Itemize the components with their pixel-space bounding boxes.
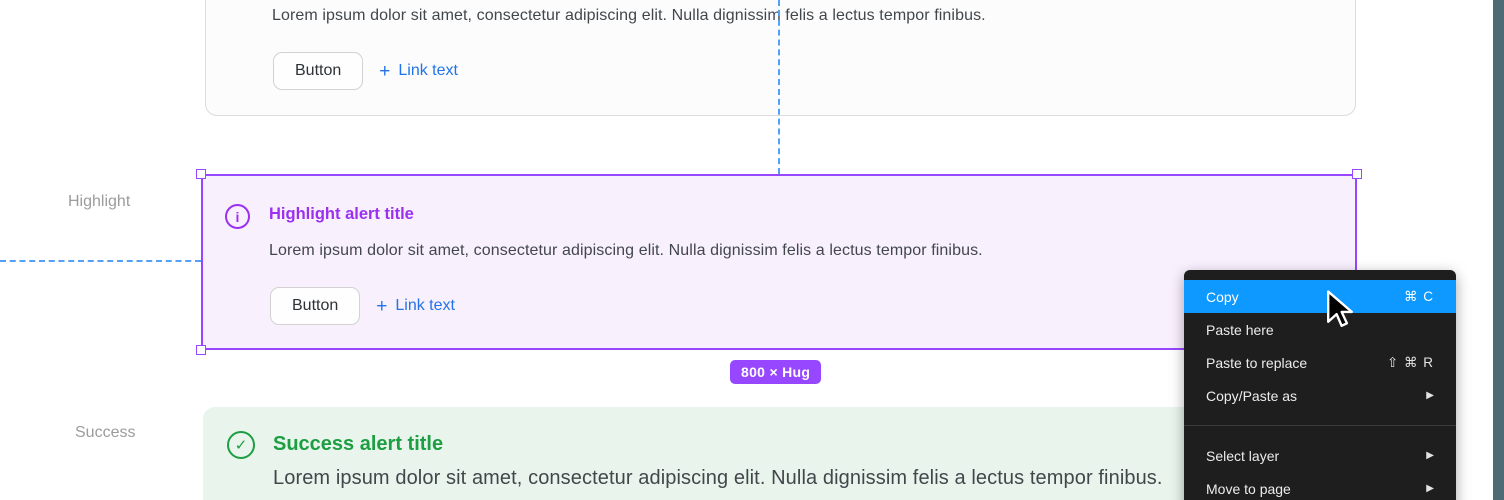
mouse-cursor-icon bbox=[1327, 290, 1353, 327]
plus-icon: + bbox=[376, 295, 388, 317]
alert-body-text: Lorem ipsum dolor sit amet, consectetur … bbox=[272, 7, 986, 24]
alert-body-text: Lorem ipsum dolor sit amet, consectetur … bbox=[269, 242, 983, 259]
alert-actions: Button + Link text bbox=[273, 52, 458, 90]
menu-item-label: Select layer bbox=[1206, 447, 1280, 464]
menu-item-label: Copy bbox=[1206, 288, 1239, 305]
menu-item-label: Move to page bbox=[1206, 480, 1291, 497]
menu-item-paste-here[interactable]: Paste here bbox=[1184, 313, 1456, 346]
submenu-arrow-icon: ▶ bbox=[1426, 450, 1434, 461]
alert-link[interactable]: + Link text bbox=[376, 297, 455, 316]
highlight-alert-card[interactable]: i Highlight alert title Lorem ipsum dolo… bbox=[201, 174, 1357, 350]
highlight-section-label: Highlight bbox=[68, 193, 131, 210]
success-alert-card[interactable]: ✓ Success alert title Lorem ipsum dolor … bbox=[203, 407, 1356, 500]
check-circle-icon: ✓ bbox=[227, 431, 255, 459]
menu-item-label: Paste to replace bbox=[1206, 354, 1308, 371]
info-circle-icon: i bbox=[225, 204, 250, 229]
alert-link-label: Link text bbox=[398, 62, 458, 79]
menu-item-shortcut: ⌘ C bbox=[1404, 288, 1434, 304]
submenu-arrow-icon: ▶ bbox=[1426, 390, 1434, 401]
alert-link[interactable]: + Link text bbox=[379, 62, 458, 81]
alert-title: Highlight alert title bbox=[269, 205, 414, 223]
alert-body-text: Lorem ipsum dolor sit amet, consectetur … bbox=[273, 467, 1163, 489]
selection-handle-top-left[interactable] bbox=[196, 169, 206, 179]
alert-link-label: Link text bbox=[395, 297, 455, 314]
horizontal-center-guide bbox=[0, 260, 201, 262]
alert-actions: Button + Link text bbox=[270, 287, 455, 325]
menu-item-shortcut: ⇧ ⌘ R bbox=[1386, 354, 1434, 370]
menu-item-move-to-page[interactable]: Move to page ▶ bbox=[1184, 472, 1456, 500]
selection-size-badge: 800 × Hug bbox=[730, 360, 822, 384]
context-menu: Copy ⌘ C Paste here Paste to replace ⇧ ⌘… bbox=[1184, 270, 1456, 500]
menu-item-copy[interactable]: Copy ⌘ C bbox=[1184, 280, 1456, 313]
vertical-center-guide bbox=[778, 0, 780, 174]
menu-item-label: Copy/Paste as bbox=[1206, 387, 1298, 404]
menu-item-paste-to-replace[interactable]: Paste to replace ⇧ ⌘ R bbox=[1184, 346, 1456, 379]
selection-handle-bottom-left[interactable] bbox=[196, 345, 206, 355]
alert-title: Success alert title bbox=[273, 433, 444, 455]
menu-item-copy-paste-as[interactable]: Copy/Paste as ▶ bbox=[1184, 379, 1456, 412]
default-alert-card[interactable]: Lorem ipsum dolor sit amet, consectetur … bbox=[205, 0, 1356, 116]
success-section-label: Success bbox=[75, 424, 136, 441]
menu-separator bbox=[1184, 425, 1456, 426]
menu-item-label: Paste here bbox=[1206, 321, 1274, 338]
plus-icon: + bbox=[379, 60, 391, 82]
menu-item-select-layer[interactable]: Select layer ▶ bbox=[1184, 439, 1456, 472]
selection-handle-top-right[interactable] bbox=[1352, 169, 1362, 179]
submenu-arrow-icon: ▶ bbox=[1426, 483, 1434, 494]
alert-button[interactable]: Button bbox=[270, 287, 361, 325]
right-panel-edge bbox=[1493, 0, 1504, 500]
alert-button[interactable]: Button bbox=[273, 52, 364, 90]
